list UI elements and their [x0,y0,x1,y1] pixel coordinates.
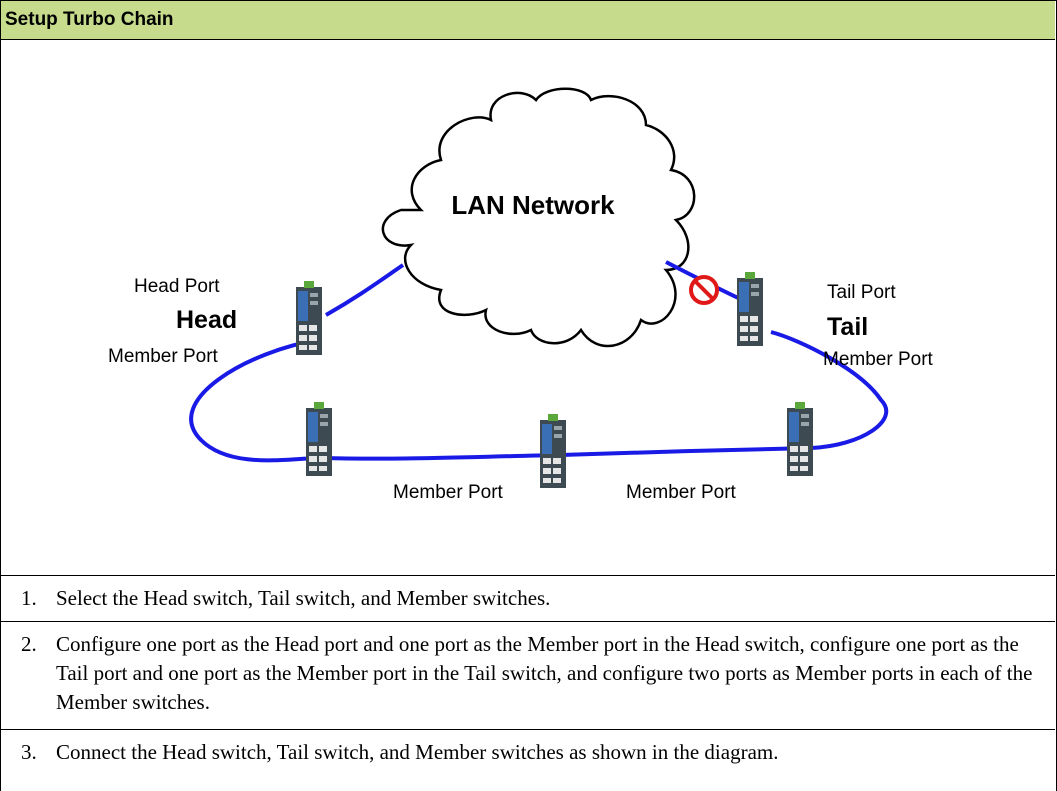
head-member-port-label: Member Port [108,346,219,367]
step-2: 2. Configure one port as the Head port a… [1,622,1055,730]
member-port-label-right: Member Port [626,482,737,503]
prohibited-icon [689,275,719,305]
member-switch-right-icon [787,402,813,476]
step-number: 1. [21,586,37,610]
tail-member-port-label: Member Port [823,349,934,370]
step-3: 3. Connect the Head switch, Tail switch,… [1,730,1055,778]
section-header: Setup Turbo Chain [1,1,1055,40]
step-number: 3. [21,740,37,764]
step-1: 1. Select the Head switch, Tail switch, … [1,576,1055,622]
step-text: Configure one port as the Head port and … [56,632,1033,714]
lan-cloud-shape [381,87,696,348]
step-text: Connect the Head switch, Tail switch, an… [56,740,779,764]
turbo-chain-diagram: LAN Network Head Port Head Member Port T… [108,87,934,503]
member-port-label-left: Member Port [393,482,504,503]
member-switch-left-icon [306,402,332,476]
head-port-label: Head Port [134,276,220,297]
tail-label: Tail [827,313,868,341]
tail-port-label: Tail Port [827,282,896,303]
step-number: 2. [21,632,37,656]
head-label: Head [176,306,237,334]
step-text: Select the Head switch, Tail switch, and… [56,586,551,610]
head-to-cloud-link [325,263,405,317]
diagram-cell: LAN Network Head Port Head Member Port T… [1,40,1055,576]
page-title: Setup Turbo Chain [5,9,174,30]
tail-switch-icon [737,272,763,346]
member-switch-middle-icon [540,414,566,488]
member-chain-link [189,330,889,463]
lan-network-label: LAN Network [451,190,615,220]
head-switch-icon [296,281,322,355]
